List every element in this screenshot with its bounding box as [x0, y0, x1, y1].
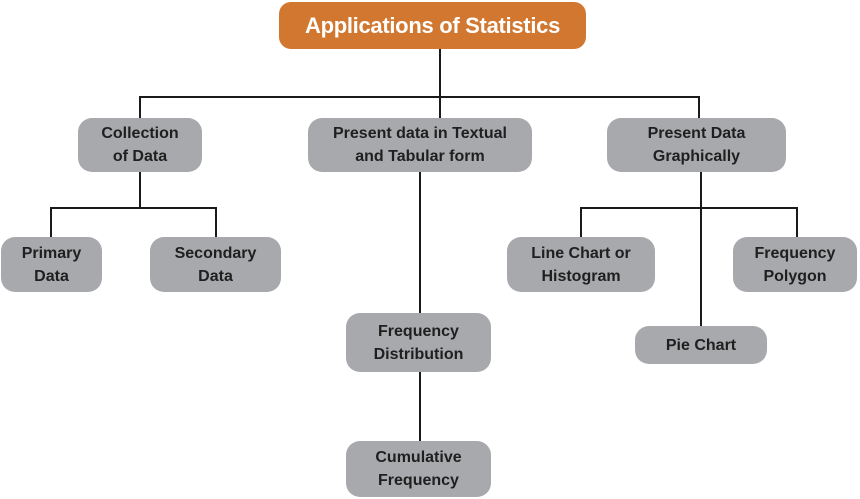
node-pie-chart: Pie Chart — [635, 326, 767, 364]
node-frequency-distribution: Frequency Distribution — [346, 313, 491, 372]
node-collection-of-data: Collection of Data — [78, 118, 202, 172]
node-cumulative-frequency: Cumulative Frequency — [346, 441, 491, 497]
node-primary-data: Primary Data — [1, 237, 102, 292]
node-present-data-textual-tabular: Present data in Textual and Tabular form — [308, 118, 532, 172]
node-present-data-graphically: Present Data Graphically — [607, 118, 786, 172]
node-secondary-data: Secondary Data — [150, 237, 281, 292]
root-node-applications-of-statistics: Applications of Statistics — [279, 2, 586, 49]
node-line-chart-or-histogram: Line Chart or Histogram — [507, 237, 655, 292]
node-frequency-polygon: Frequency Polygon — [733, 237, 857, 292]
